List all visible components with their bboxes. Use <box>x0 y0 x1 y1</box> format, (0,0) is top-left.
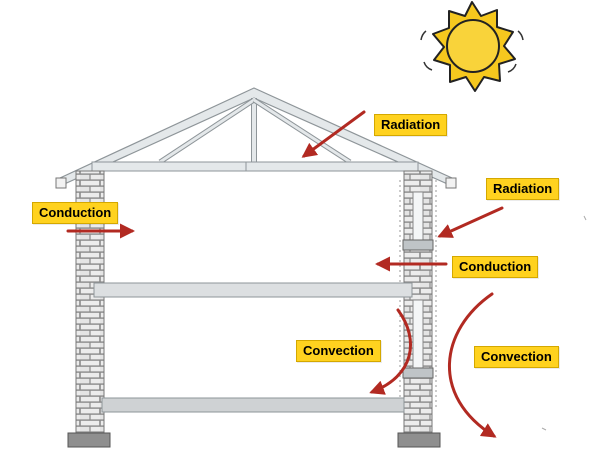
roof-truss <box>55 87 457 189</box>
heat-arrows <box>66 110 504 438</box>
convection-inside-label: Convection <box>296 340 381 362</box>
radiation-wall-arrow <box>437 206 504 238</box>
convection-outside-label: Convection <box>474 346 559 368</box>
radiation-roof-arrow <box>301 110 366 158</box>
radiation-roof-label: Radiation <box>374 114 448 136</box>
conduction-left-label: Conduction <box>32 202 119 224</box>
floor-slabs <box>93 282 413 413</box>
convection-inside-arrow <box>369 308 413 395</box>
radiation-wall-label: Radiation <box>486 178 560 200</box>
convection-outside-arrow <box>447 292 497 438</box>
conduction-right-label: Conduction <box>452 256 539 278</box>
sun-icon <box>420 1 524 92</box>
